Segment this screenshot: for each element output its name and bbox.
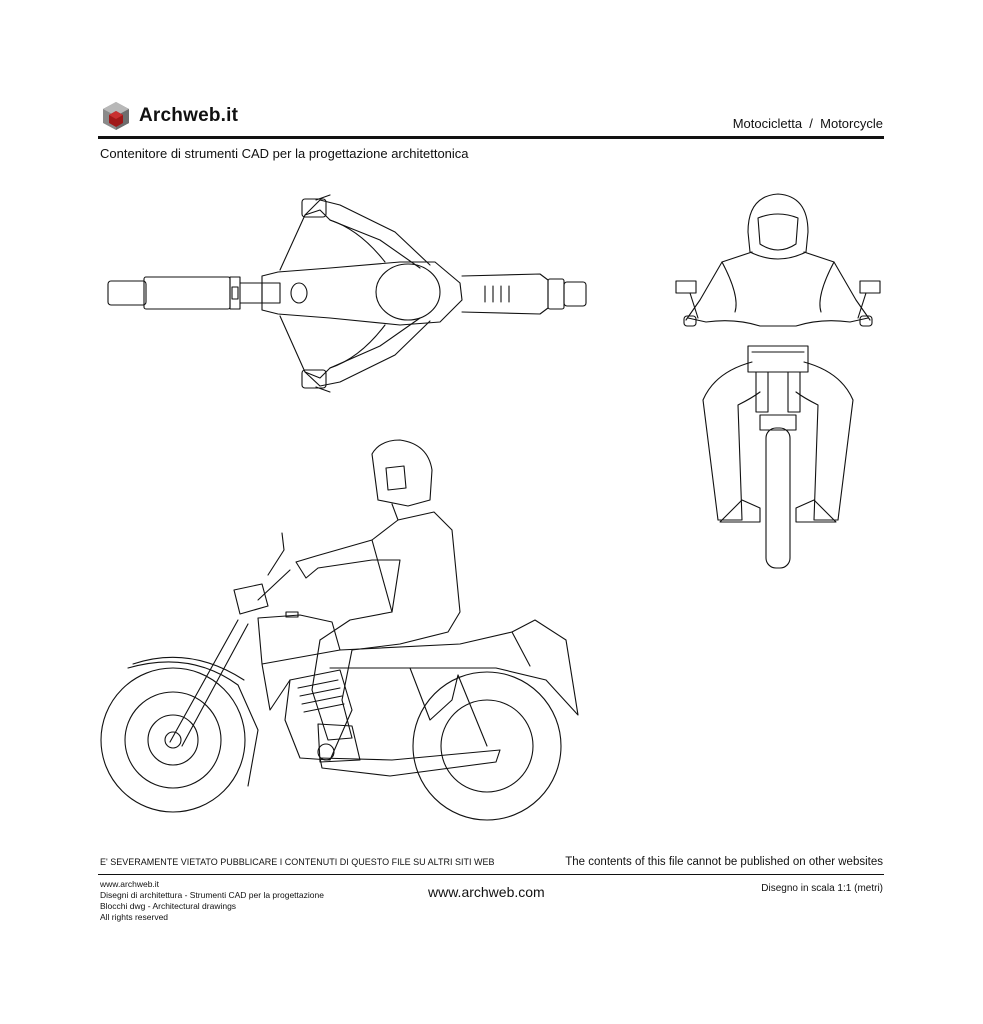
front-view (675, 193, 881, 569)
brand-name: Archweb.it (139, 105, 239, 126)
side-view (100, 439, 579, 821)
brand-logo: Archweb.it (101, 101, 238, 131)
footer-rule (98, 874, 884, 875)
drawing-title: Motocicletta / Motorcycle (732, 116, 883, 131)
credits-line: Blocchi dwg - Architectural drawings (100, 901, 237, 911)
header-rule (98, 136, 884, 139)
cube-logo-icon (103, 102, 129, 130)
scale-note: Disegno in scala 1:1 (metri) (761, 883, 883, 894)
warning-english: The contents of this file cannot be publ… (565, 856, 883, 868)
credits-line: www.archweb.it (100, 879, 160, 889)
subtitle: Contenitore di strumenti CAD per la prog… (100, 146, 469, 161)
top-view (107, 194, 587, 393)
site-link[interactable]: www.archweb.com (428, 884, 545, 900)
credits-line: Disegni di architettura - Strumenti CAD … (100, 890, 324, 900)
credits-block: www.archweb.it Disegni di architettura -… (100, 879, 324, 923)
warning-italian: E' SEVERAMENTE VIETATO PUBBLICARE I CONT… (100, 857, 495, 867)
credits-line: All rights reserved (100, 912, 169, 922)
rider-helmet (371, 439, 433, 507)
